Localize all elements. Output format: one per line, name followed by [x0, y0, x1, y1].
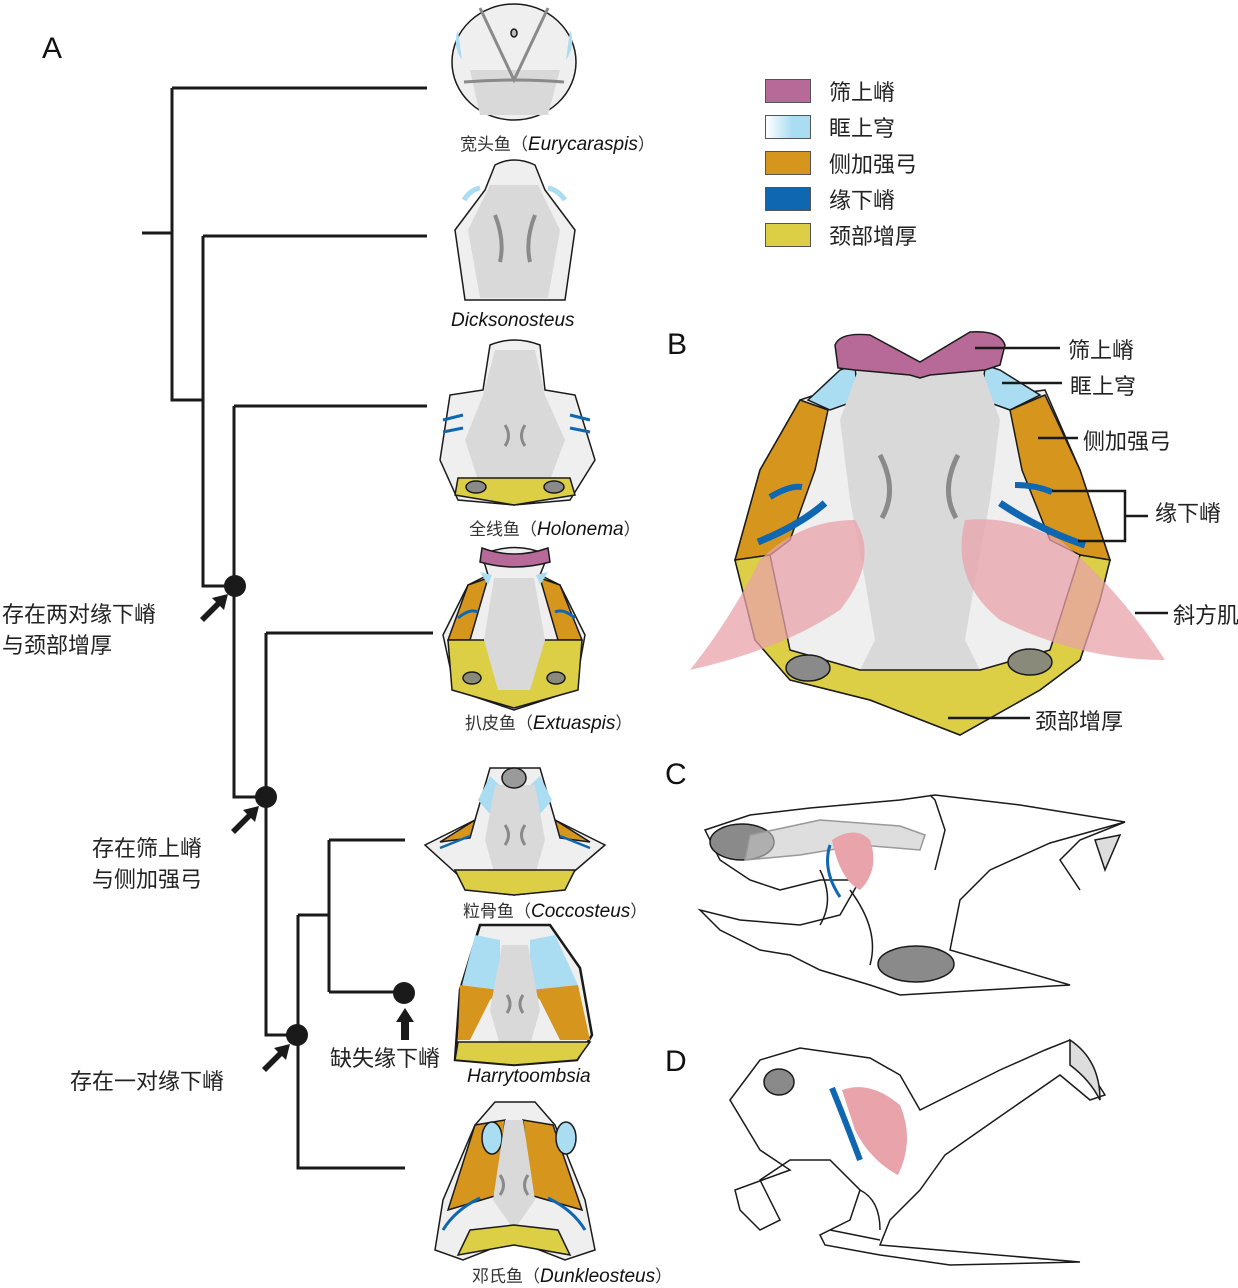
panel-letter-d: D — [665, 1045, 687, 1078]
tree-split-6 — [298, 840, 331, 992]
b-label-submarginal: 缘下嵴 — [1155, 502, 1222, 527]
panel-d-lateral-skull — [729, 1038, 1107, 1266]
b-label-lateral-arch: 侧加强弓 — [1083, 430, 1172, 455]
legend-item: 颈部增厚 — [765, 217, 917, 253]
b-central-bone — [840, 370, 1000, 670]
tree-split-5 — [296, 915, 405, 1170]
taxon-label-dunkleosteus: 邓氏鱼（Dunkleosteus） — [472, 1262, 672, 1288]
taxon-latin: Eurycaraspis — [528, 134, 638, 155]
taxon-label-eurycaraspis: 宽头鱼（Eurycaraspis） — [460, 130, 655, 156]
node-note-one-pair: 存在一对缘下嵴 — [70, 1070, 225, 1095]
legend-swatch — [765, 151, 811, 175]
node-dot-two-pairs — [224, 575, 246, 597]
legend-item: 眶上穹 — [765, 109, 917, 145]
legend-item: 侧加强弓 — [765, 145, 917, 181]
arrow-icon-two-pairs — [200, 594, 228, 622]
legend-label: 侧加强弓 — [829, 153, 918, 178]
taxon-latin: Dicksonosteus — [451, 310, 575, 331]
node-dot-loss — [393, 982, 415, 1004]
node-note-line: 与颈部增厚 — [2, 634, 113, 659]
legend-swatch — [765, 223, 811, 247]
taxon-latin: Coccosteus — [531, 901, 631, 922]
legend-label: 眶上穹 — [829, 117, 896, 142]
node-note-line: 存在筛上嵴 — [92, 837, 203, 862]
legend-label: 缘下嵴 — [829, 189, 896, 214]
node-note-line: 与侧加强弓 — [92, 868, 203, 893]
taxon-label-harrytoombsia: Harrytoombsia — [467, 1066, 591, 1088]
d-submarginal — [829, 1086, 863, 1162]
taxon-latin: Extuaspis — [533, 713, 616, 734]
legend-item: 缘下嵴 — [765, 181, 917, 217]
b-submarginal-left-2 — [756, 500, 828, 546]
panel-letter-a: A — [42, 32, 63, 65]
taxon-cn: 宽头鱼（ — [460, 135, 528, 155]
b-supraethmoid — [834, 331, 1006, 379]
c-muscle — [832, 832, 874, 890]
legend-swatch — [765, 115, 811, 139]
taxon-label-holonema: 全线鱼（Holonema） — [469, 515, 641, 541]
skull-dicksonosteus — [454, 159, 576, 301]
taxon-close: ） — [630, 902, 648, 922]
d-muscle — [842, 1087, 908, 1175]
panel-c-lateral-skull — [697, 794, 1126, 996]
arrow-icon-one-pair — [262, 1044, 290, 1072]
panel-letter-c: C — [665, 758, 687, 791]
skull-harrytoombsia — [453, 923, 594, 1067]
taxon-close: ） — [637, 135, 655, 155]
node-note-two-pairs: 存在两对缘下嵴 与颈部增厚 — [2, 600, 156, 662]
skull-coccosteus — [423, 767, 607, 896]
c-submarginal — [826, 844, 842, 898]
b-trapezius-left — [690, 520, 865, 670]
node-note-line: 存在两对缘下嵴 — [2, 603, 157, 628]
b-label-supraorbital: 眶上穹 — [1070, 375, 1137, 400]
b-submarginal-left-1 — [768, 483, 803, 500]
b-label-nuchal: 颈部增厚 — [1035, 710, 1124, 735]
b-label-supraethmoid: 筛上嵴 — [1068, 339, 1135, 364]
node-note-loss: 缺失缘下嵴 — [330, 1047, 441, 1072]
arrow-icon-supraethmoid — [231, 806, 259, 834]
legend-label: 筛上嵴 — [829, 81, 896, 106]
arrow-icon-loss — [396, 1008, 414, 1040]
taxon-cn: 邓氏鱼（ — [472, 1267, 540, 1287]
tree-split-1 — [170, 88, 203, 402]
skull-extuaspis — [442, 546, 586, 711]
taxon-latin: Harrytoombsia — [467, 1066, 591, 1087]
taxon-cn: 全线鱼（ — [469, 520, 537, 540]
tree-split-2 — [201, 236, 234, 588]
legend-label: 颈部增厚 — [829, 225, 918, 250]
taxon-close: ） — [623, 520, 641, 540]
taxon-label-coccosteus: 粒骨鱼（Coccosteus） — [463, 897, 647, 923]
taxon-label-extuaspis: 扒皮鱼（Extuaspis） — [465, 709, 632, 735]
leader-submarginal — [1052, 489, 1148, 543]
taxon-latin: Holonema — [537, 519, 624, 540]
node-dot-one-pair — [286, 1024, 308, 1046]
skull-eurycaraspis — [451, 3, 577, 121]
node-note-supraethmoid: 存在筛上嵴 与侧加强弓 — [92, 834, 202, 896]
panel-letter-b: B — [667, 328, 688, 361]
b-label-trapezius: 斜方肌 — [1173, 604, 1238, 629]
legend-swatch — [765, 79, 811, 103]
skull-holonema — [439, 339, 596, 506]
taxon-cn: 粒骨鱼（ — [463, 902, 531, 922]
taxon-close: ） — [615, 714, 633, 734]
taxon-latin: Dunkleosteus — [540, 1266, 656, 1287]
legend-swatch — [765, 187, 811, 211]
taxon-close: ） — [655, 1267, 673, 1287]
skull-dunkleosteus — [434, 1101, 596, 1261]
taxon-label-dicksonosteus: Dicksonosteus — [451, 310, 575, 332]
b-submarginal-right-1 — [1014, 482, 1054, 495]
b-trapezius-right — [961, 519, 1165, 660]
node-dot-supraethmoid — [255, 786, 277, 808]
b-submarginal-right-2 — [998, 500, 1087, 549]
legend-item: 筛上嵴 — [765, 73, 917, 109]
legend: 筛上嵴 眶上穹 侧加强弓 缘下嵴 颈部增厚 — [765, 73, 917, 253]
taxon-cn: 扒皮鱼（ — [465, 714, 533, 734]
